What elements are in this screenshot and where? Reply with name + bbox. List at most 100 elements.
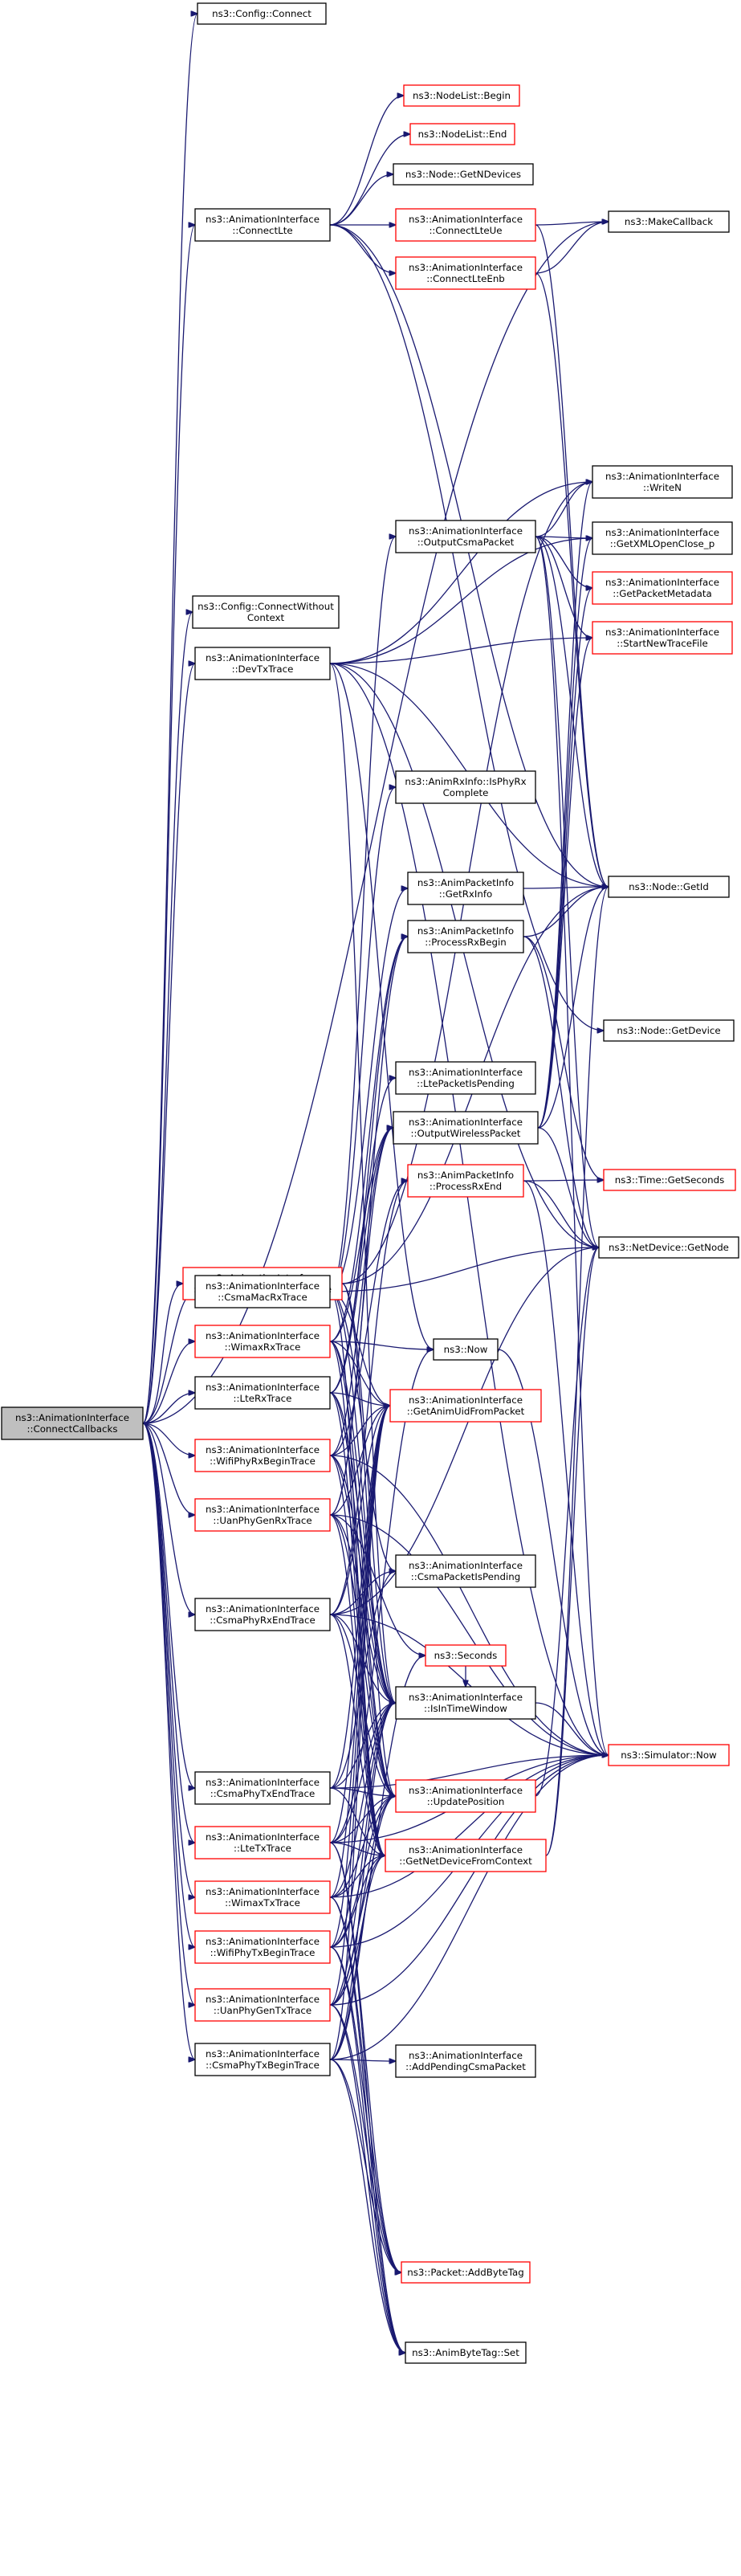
edge-root-to-ltetx xyxy=(142,1423,195,1843)
node-label-output_csma-1: ::OutputCsmaPacket xyxy=(417,537,515,548)
node-seconds[interactable]: ns3::Seconds xyxy=(425,1644,507,1667)
node-label-connect_lte_enb-1: ::ConnectLteEnb xyxy=(426,273,505,284)
node-processrxbegin[interactable]: ns3::AnimPacketInfo::ProcessRxBegin xyxy=(407,920,524,953)
node-label-csmatxbegin-0: ns3::AnimationInterface xyxy=(206,2048,320,2060)
node-label-now-0: ns3::Now xyxy=(444,1344,488,1355)
edge-connect_lte-to-node_getndevices xyxy=(329,174,393,226)
node-label-wimaxtx-1: ::WimaxTxTrace xyxy=(225,1897,300,1909)
node-make_callback[interactable]: ns3::MakeCallback xyxy=(608,210,730,233)
node-output_wireless[interactable]: ns3::AnimationInterface::OutputWirelessP… xyxy=(393,1111,539,1145)
edge-csmatxbegin-to-getanimuid xyxy=(329,1406,390,2060)
node-addbytetag[interactable]: ns3::Packet::AddByteTag xyxy=(401,2261,531,2284)
edge-csmamacrx-to-csmapending xyxy=(329,1291,396,1571)
node-time_getseconds[interactable]: ns3::Time::GetSeconds xyxy=(603,1169,736,1191)
edge-output_wireless-to-start_new_trace xyxy=(537,638,592,1129)
node-node_getdevice[interactable]: ns3::Node::GetDevice xyxy=(603,1019,735,1042)
node-cfg_connect[interactable]: ns3::Config::Connect xyxy=(197,2,327,25)
node-label-csmatxbegin-1: ::CsmaPhyTxBeginTrace xyxy=(206,2060,320,2071)
node-ltetx[interactable]: ns3::AnimationInterface::LteTxTrace xyxy=(194,1826,331,1860)
node-connect_lte_ue[interactable]: ns3::AnimationInterface::ConnectLteUe xyxy=(395,208,536,242)
node-processrxend[interactable]: ns3::AnimPacketInfo::ProcessRxEnd xyxy=(407,1164,524,1198)
edge-root-to-devtx xyxy=(142,663,195,1424)
node-connect_lte[interactable]: ns3::AnimationInterface::ConnectLte xyxy=(194,208,331,242)
node-label-csmarxend-1: ::CsmaPhyRxEndTrace xyxy=(210,1615,316,1626)
node-label-start_new_trace-1: ::StartNewTraceFile xyxy=(617,638,708,649)
node-box-simulator_now xyxy=(608,1744,730,1766)
node-getxml[interactable]: ns3::AnimationInterface::GetXMLOpenClose… xyxy=(592,521,733,555)
node-csmatxbegin[interactable]: ns3::AnimationInterface::CsmaPhyTxBeginT… xyxy=(194,2043,331,2076)
edge-root-to-csmatxend xyxy=(142,1423,195,1788)
edge-processrxend-to-netdev_getnode xyxy=(523,1180,599,1247)
node-label-addbytetag-0: ns3::Packet::AddByteTag xyxy=(407,2267,523,2278)
node-csmamacrx[interactable]: ns3::AnimationInterface::CsmaMacRxTrace xyxy=(194,1275,331,1308)
node-start_new_trace[interactable]: ns3::AnimationInterface::StartNewTraceFi… xyxy=(592,621,733,655)
node-lterx[interactable]: ns3::AnimationInterface::LteRxTrace xyxy=(194,1376,331,1410)
node-label-getnetdevice-1: ::GetNetDeviceFromContext xyxy=(399,1855,532,1867)
node-wimaxrx[interactable]: ns3::AnimationInterface::WimaxRxTrace xyxy=(194,1325,331,1358)
node-wimaxtx[interactable]: ns3::AnimationInterface::WimaxTxTrace xyxy=(194,1880,331,1914)
edge-uanrx-to-getanimuid xyxy=(329,1406,390,1516)
node-getpkt_meta[interactable]: ns3::AnimationInterface::GetPacketMetada… xyxy=(592,571,733,605)
node-csmatxend[interactable]: ns3::AnimationInterface::CsmaPhyTxEndTra… xyxy=(194,1771,331,1805)
node-node_getndevices[interactable]: ns3::Node::GetNDevices xyxy=(393,163,534,186)
node-getanimuid[interactable]: ns3::AnimationInterface::GetAnimUidFromP… xyxy=(389,1389,542,1423)
node-uantx[interactable]: ns3::AnimationInterface::UanPhyGenTxTrac… xyxy=(194,1988,331,2022)
edge-devtx-to-start_new_trace xyxy=(329,638,592,664)
edge-getnetdevice-to-node_getid xyxy=(545,887,609,1856)
node-nodelist_begin[interactable]: ns3::NodeList::Begin xyxy=(403,84,520,107)
node-label-getpkt_meta-0: ns3::AnimationInterface xyxy=(605,577,719,588)
edge-csmamacrx-to-getrxinfo xyxy=(329,888,408,1292)
node-label-getanimuid-0: ns3::AnimationInterface xyxy=(409,1394,523,1406)
node-label-csmamacrx-0: ns3::AnimationInterface xyxy=(206,1280,320,1292)
node-uanrx[interactable]: ns3::AnimationInterface::UanPhyGenRxTrac… xyxy=(194,1498,331,1532)
edge-processrxend-to-time_getseconds xyxy=(523,1180,604,1181)
node-simulator_now[interactable]: ns3::Simulator::Now xyxy=(608,1744,730,1766)
edge-output_wireless-to-getpkt_meta xyxy=(537,588,592,1129)
edge-uantx-to-updatepos xyxy=(329,1796,396,2006)
edge-wifirxbegin-to-simulator_now xyxy=(329,1455,609,1755)
edge-processrxend-to-simulator_now xyxy=(523,1180,609,1755)
edge-connect_lte-to-node_getdevice xyxy=(329,224,604,1031)
edge-wimaxtx-to-addbytetag xyxy=(329,1896,401,2272)
node-box-uantx xyxy=(194,1988,331,2022)
node-label-ltepending-0: ns3::AnimationInterface xyxy=(409,1067,523,1078)
node-label-lterx-0: ns3::AnimationInterface xyxy=(206,1382,320,1393)
edge-wimaxtx-to-getanimuid xyxy=(329,1406,390,1898)
edge-wifirxbegin-to-output_wireless xyxy=(329,1128,393,1456)
node-box-wifirxbegin xyxy=(194,1439,331,1472)
node-label-node_getndevices-0: ns3::Node::GetNDevices xyxy=(405,169,521,180)
node-animbytetag_set[interactable]: ns3::AnimByteTag::Set xyxy=(405,2341,527,2364)
node-getnetdevice[interactable]: ns3::AnimationInterface::GetNetDeviceFro… xyxy=(385,1839,547,1872)
node-devtx[interactable]: ns3::AnimationInterface::DevTxTrace xyxy=(194,647,331,680)
node-label-writen-1: ::WriteN xyxy=(643,482,682,493)
node-label-addpendingcsma-0: ns3::AnimationInterface xyxy=(409,2050,523,2061)
node-label-getanimuid-1: ::GetAnimUidFromPacket xyxy=(407,1406,525,1417)
node-wifirxbegin[interactable]: ns3::AnimationInterface::WifiPhyRxBeginT… xyxy=(194,1439,331,1472)
node-nodelist_end[interactable]: ns3::NodeList::End xyxy=(409,123,515,145)
node-label-seconds-0: ns3::Seconds xyxy=(434,1650,498,1661)
edge-uanrx-to-seconds xyxy=(329,1514,425,1655)
edge-wimaxrx-to-isintimewindow xyxy=(329,1341,396,1703)
node-getrxinfo[interactable]: ns3::AnimPacketInfo::GetRxInfo xyxy=(407,872,524,905)
node-csmapending[interactable]: ns3::AnimationInterface::CsmaPacketIsPen… xyxy=(395,1554,536,1588)
edge-csmamacrx-to-netdev_getnode xyxy=(329,1247,599,1292)
node-connect_lte_enb[interactable]: ns3::AnimationInterface::ConnectLteEnb xyxy=(395,256,536,290)
edge-lterx-to-processrxbegin xyxy=(329,937,408,1394)
node-updatepos[interactable]: ns3::AnimationInterface::UpdatePosition xyxy=(395,1779,536,1813)
node-label-processrxbegin-0: ns3::AnimPacketInfo xyxy=(417,925,514,937)
node-addpendingcsma[interactable]: ns3::AnimationInterface::AddPendingCsmaP… xyxy=(395,2044,536,2078)
node-output_csma[interactable]: ns3::AnimationInterface::OutputCsmaPacke… xyxy=(395,520,536,553)
node-netdev_getnode[interactable]: ns3::NetDevice::GetNode xyxy=(598,1236,739,1259)
node-isintimewindow[interactable]: ns3::AnimationInterface::IsInTimeWindow xyxy=(395,1686,536,1720)
node-ltepending[interactable]: ns3::AnimationInterface::LtePacketIsPend… xyxy=(395,1061,536,1095)
node-label-output_csma-0: ns3::AnimationInterface xyxy=(409,525,523,537)
node-node_getid[interactable]: ns3::Node::GetId xyxy=(608,876,730,898)
node-csmarxend[interactable]: ns3::AnimationInterface::CsmaPhyRxEndTra… xyxy=(194,1598,331,1631)
node-now[interactable]: ns3::Now xyxy=(433,1338,499,1361)
edge-output_wireless-to-writen xyxy=(537,482,592,1129)
node-wifitxbegin[interactable]: ns3::AnimationInterface::WifiPhyTxBeginT… xyxy=(194,1930,331,1964)
node-writen[interactable]: ns3::AnimationInterface::WriteN xyxy=(592,465,733,499)
node-root[interactable]: ns3::AnimationInterface::ConnectCallback… xyxy=(1,1406,144,1440)
